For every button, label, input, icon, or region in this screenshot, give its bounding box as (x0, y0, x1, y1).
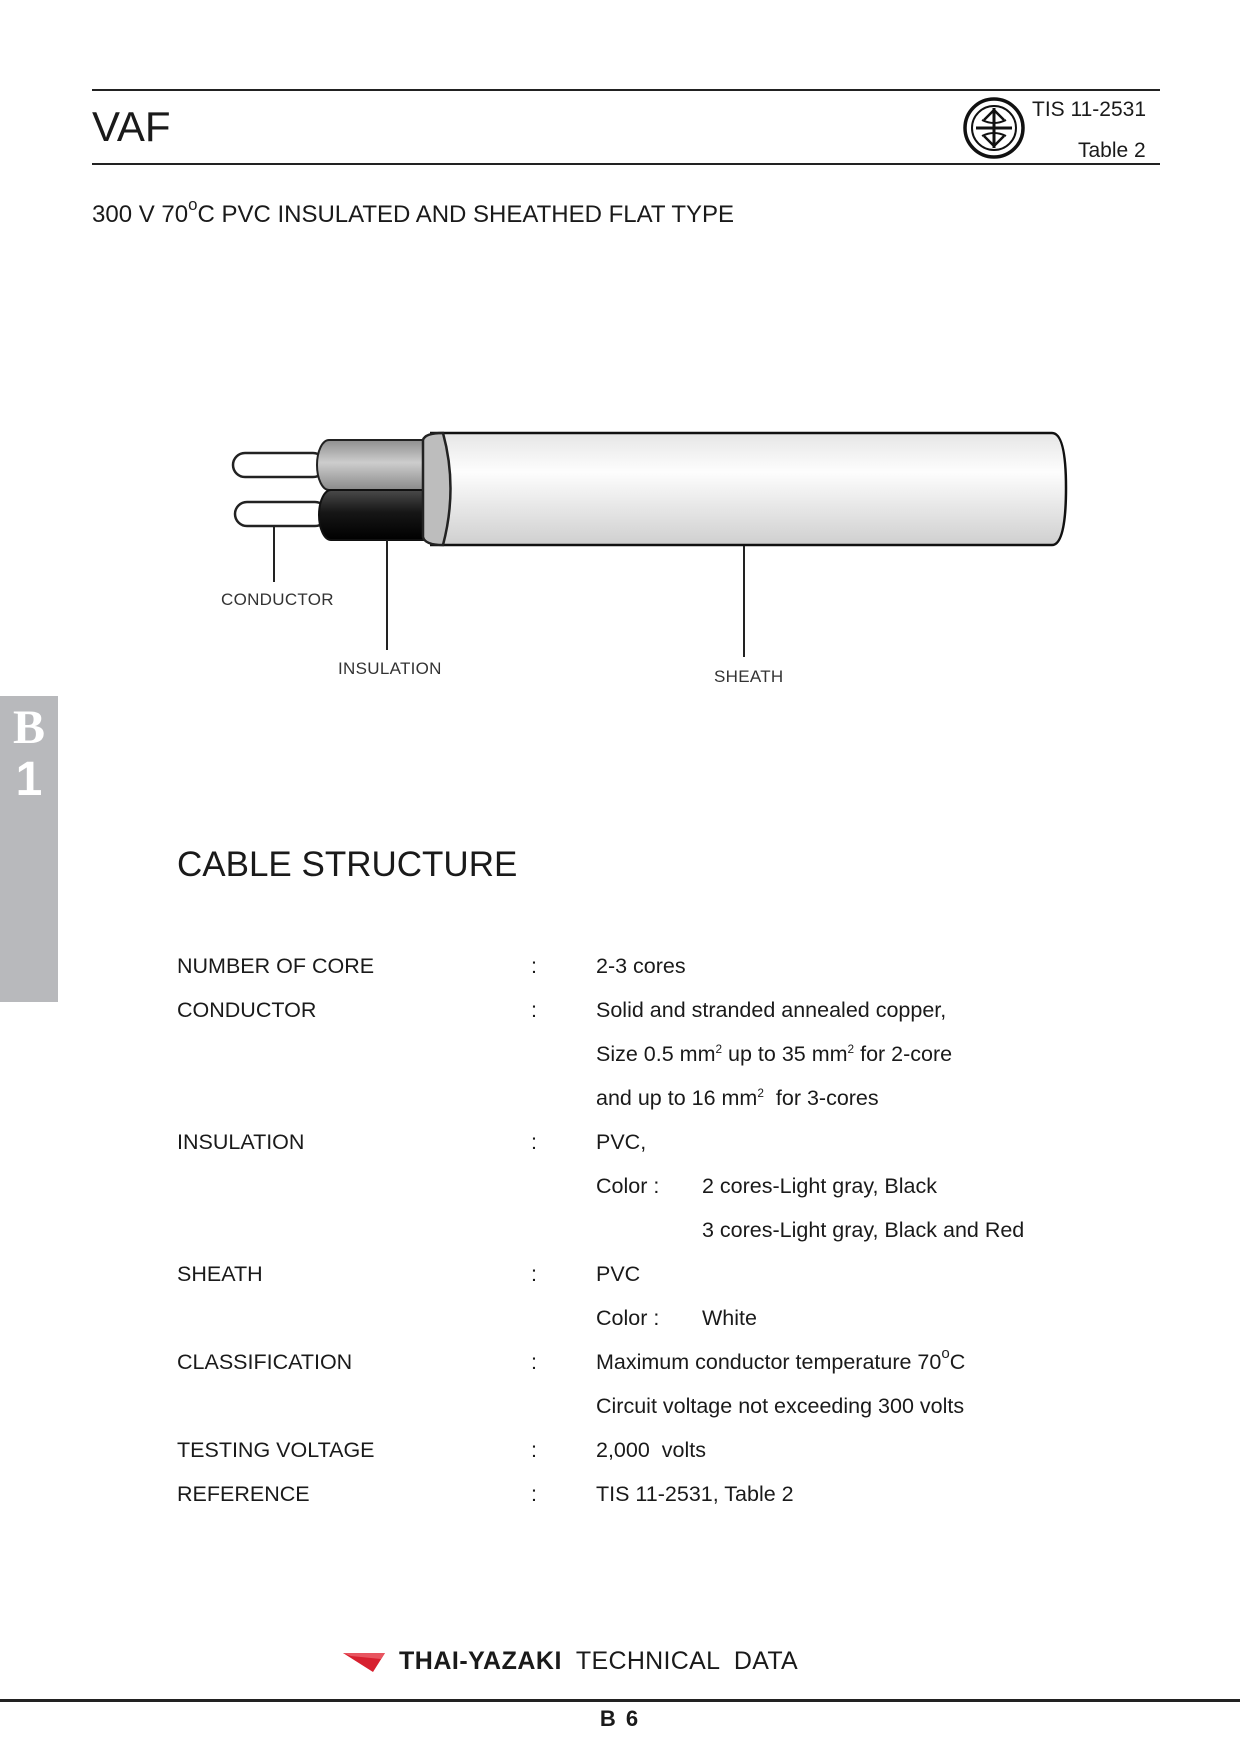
subtitle-voltage-temp: 300 V 70 (92, 201, 189, 228)
spec-row-insulation: INSULATION : PVC, (177, 1120, 1077, 1164)
spec-row-testing-voltage: TESTING VOLTAGE : 2,000 volts (177, 1428, 1077, 1472)
conductor-top (231, 451, 327, 479)
spec-value: 3 cores-Light gray, Black and Red (702, 1217, 1025, 1242)
sheath-end (421, 431, 452, 547)
insulation-label: INSULATION (338, 659, 442, 678)
page-number: B 6 (599, 1706, 641, 1731)
insulation-gray (316, 439, 441, 491)
spec-row-conductor-size-3core: and up to 16 mm2 for 3-cores (177, 1076, 1077, 1120)
spec-row-sheath-color: Color : White (177, 1296, 1077, 1340)
conductor-label: CONDUCTOR (221, 590, 334, 609)
spec-label: SHEATH (177, 1261, 263, 1286)
spec-row-sheath: SHEATH : PVC (177, 1252, 1077, 1296)
header-top-rule (92, 89, 1160, 91)
tisi-certification-logo (963, 97, 1025, 159)
page-title: VAF (92, 103, 171, 150)
insulation-black (318, 489, 443, 541)
sheath-label: SHEATH (714, 667, 784, 686)
spec-colon: : (531, 1129, 537, 1154)
spec-value: 2 cores-Light gray, Black (702, 1173, 938, 1198)
spec-value: PVC, (596, 1129, 647, 1154)
spec-value: Size 0.5 mm2 up to 35 mm2 for 2-core (596, 1041, 953, 1066)
brand-name: THAI-YAZAKI (399, 1647, 562, 1675)
spec-row-classification: CLASSIFICATION : Maximum conductor tempe… (177, 1340, 1077, 1384)
cable-structure-spec: NUMBER OF CORE : 2-3 cores CONDUCTOR : S… (177, 944, 1077, 1516)
spec-row-conductor-size: Size 0.5 mm2 up to 35 mm2 for 2-core (177, 1032, 1077, 1076)
spec-value: 2-3 cores (596, 953, 686, 978)
side-tab-letter: B (12, 701, 45, 754)
spec-row-insulation-color: Color : 2 cores-Light gray, Black (177, 1164, 1077, 1208)
spec-colon: : (531, 1261, 537, 1286)
spec-colon: : (531, 997, 537, 1022)
spec-row-conductor: CONDUCTOR : Solid and stranded annealed … (177, 988, 1077, 1032)
spec-value: 2,000 volts (596, 1437, 706, 1462)
spec-value: Maximum conductor temperature 70oC (596, 1345, 966, 1374)
header-bottom-rule (92, 163, 1160, 165)
cable-diagram (231, 431, 1068, 657)
footer-brand: THAI-YAZAKI TECHNICAL DATA (343, 1647, 798, 1676)
footer-rule (0, 1699, 1240, 1702)
spec-label: REFERENCE (177, 1481, 310, 1506)
brand-tagline: TECHNICAL DATA (575, 1647, 799, 1675)
spec-label: NUMBER OF CORE (177, 953, 375, 978)
spec-colon: : (531, 1349, 537, 1374)
cable-structure-heading: CABLE STRUCTURE (177, 845, 518, 884)
spec-colon: : (531, 1481, 537, 1506)
spec-row-insulation-color-2: 3 cores-Light gray, Black and Red (177, 1208, 1077, 1252)
subtitle-description: C PVC INSULATED AND SHEATHED FLAT TYPE (197, 201, 735, 228)
subtitle-degree: o (188, 195, 198, 215)
spec-value: TIS 11-2531, Table 2 (596, 1481, 794, 1506)
standard-table: Table 2 (1078, 139, 1146, 162)
spec-label: INSULATION (177, 1129, 305, 1154)
cable-subtitle: 300 V 70oC PVC INSULATED AND SHEATHED FL… (92, 197, 735, 229)
section-side-tab (0, 696, 58, 1002)
spec-value: Circuit voltage not exceeding 300 volts (596, 1393, 965, 1418)
side-tab-number: 1 (15, 753, 43, 806)
spec-row-classification-voltage: Circuit voltage not exceeding 300 volts (177, 1384, 1077, 1428)
spec-colon: : (531, 1437, 537, 1462)
spec-sublabel: Color : (596, 1173, 660, 1198)
spec-row-reference: REFERENCE : TIS 11-2531, Table 2 (177, 1472, 1077, 1516)
brand-logo-icon (343, 1652, 385, 1672)
spec-sublabel: Color : (596, 1305, 660, 1330)
sheath-body (430, 431, 1068, 547)
standard-number: TIS 11-2531 (1032, 98, 1147, 121)
spec-label: TESTING VOLTAGE (177, 1437, 375, 1462)
conductor-bottom (233, 500, 329, 528)
spec-colon: : (531, 953, 537, 978)
spec-value: White (702, 1305, 757, 1330)
spec-value: and up to 16 mm2 for 3-cores (596, 1085, 879, 1110)
spec-label: CLASSIFICATION (177, 1349, 353, 1374)
spec-value: Solid and stranded annealed copper, (596, 997, 947, 1022)
spec-label: CONDUCTOR (177, 997, 317, 1022)
spec-row-number-of-core: NUMBER OF CORE : 2-3 cores (177, 944, 1077, 988)
spec-value: PVC (596, 1261, 641, 1286)
